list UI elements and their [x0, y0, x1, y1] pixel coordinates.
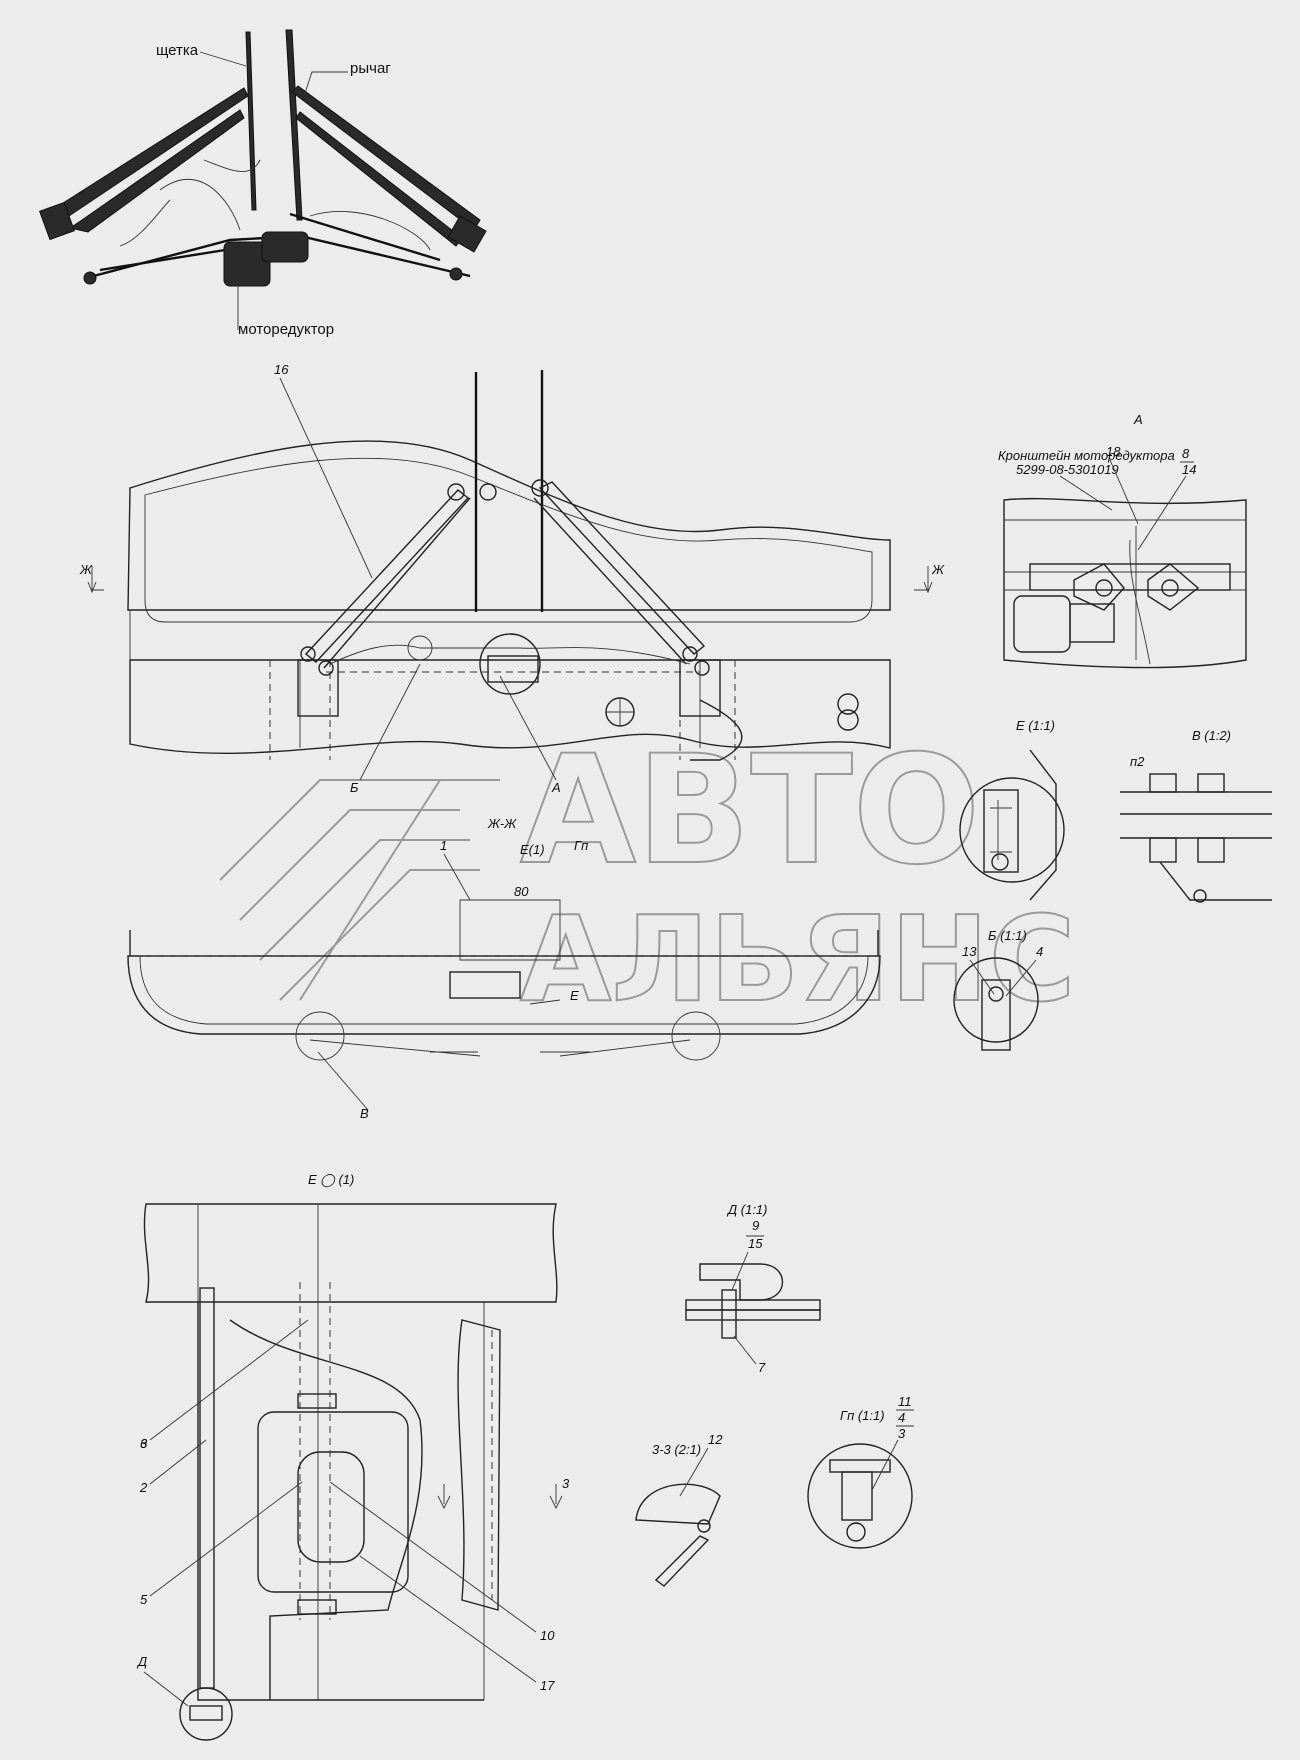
bracket-note-line1: Кронштейн моторедуктора: [998, 448, 1175, 463]
pos-14: 14: [1182, 462, 1196, 477]
pos-4: 4: [898, 1410, 905, 1425]
section-zh-right: Ж: [931, 562, 945, 577]
lever-label: рычаг: [350, 60, 391, 77]
mark-n2: п2: [1130, 754, 1145, 769]
mark-g-zh: Гп: [574, 838, 588, 853]
watermark-line1: АВТО: [520, 724, 980, 898]
watermark-line2: АЛЬЯНС: [520, 890, 1076, 1028]
view-d: Д (1:1) 9 15 7: [685, 1202, 821, 1375]
pos-2: 2: [139, 1480, 148, 1495]
pos-15: 15: [748, 1236, 763, 1251]
view-b11-title: Б (1:1): [988, 928, 1027, 943]
view-z21-title: 3-3 (2:1): [652, 1442, 701, 1457]
mark-a: А: [551, 780, 561, 795]
mark-b: Б: [350, 780, 359, 795]
mark-e-small: Е: [570, 988, 579, 1003]
pos-6: 6: [140, 1436, 148, 1451]
view-v12-title: В (1:2): [1192, 728, 1231, 743]
pos-5: 5: [140, 1592, 148, 1607]
pos-9: 9: [752, 1218, 759, 1233]
view-e-large: Е ◯ (1) Д 3 3 6 2 5 10 17: [136, 1172, 570, 1741]
pos-3: 3: [898, 1426, 906, 1441]
pos-1: 1: [440, 838, 447, 853]
view-e-small: Е (1:1): [959, 718, 1065, 901]
pos-16: 16: [274, 362, 289, 377]
section-zh-title: Ж-Ж: [487, 816, 517, 831]
watermark: АВТО АЛЬЯНС: [219, 723, 1077, 1029]
view-d11-title: Д (1:1): [726, 1202, 768, 1217]
mark-v: В: [360, 1106, 369, 1121]
section-z-left: 3: [140, 1436, 148, 1451]
bracket-note-line2: 5299-08-5301019: [1016, 462, 1119, 477]
pos-13: 13: [962, 944, 977, 959]
pos-17: 17: [540, 1678, 555, 1693]
mark-d: Д: [136, 1654, 147, 1669]
pos-10: 10: [540, 1628, 555, 1643]
section-zh-zh: Ж-Ж В 1 Е(1) Гп 80 Е: [127, 816, 881, 1121]
view-a: А Кронштейн моторедуктора 5299-08-530101…: [998, 412, 1247, 669]
watermark-logo: [219, 779, 500, 1001]
pos-8: 8: [1182, 446, 1190, 461]
view-g: Гп (1:1) 11 4 3: [807, 1394, 914, 1549]
front-view: 16 Б А Ж Ж: [79, 362, 945, 795]
pos-4b: 4: [1036, 944, 1043, 959]
brush-label: щетка: [156, 42, 199, 59]
pos-7: 7: [758, 1360, 766, 1375]
view-g11-title: Гп (1:1): [840, 1408, 885, 1423]
section-zh-left: Ж: [79, 562, 93, 577]
view-e-large-title: Е ◯ (1): [308, 1172, 354, 1188]
view-a-title: А: [1133, 412, 1143, 427]
motor-reducer-label: моторедуктор: [238, 321, 334, 338]
pos-18: 18: [1106, 444, 1121, 459]
section-z-right: 3: [562, 1476, 570, 1491]
mark-80: 80: [514, 884, 529, 899]
mark-e-zh: Е(1): [520, 842, 545, 857]
view-v: В (1:2) п2: [1120, 728, 1272, 903]
section-3-3: 3-3 (2:1) 12: [635, 1432, 723, 1587]
view-b: Б (1:1) 13 4: [953, 928, 1043, 1051]
pos-11: 11: [898, 1394, 912, 1409]
pos-12: 12: [708, 1432, 723, 1447]
wiper-mechanism-photo: щетка рычаг моторедуктор: [39, 29, 487, 338]
view-e11-title: Е (1:1): [1016, 718, 1055, 733]
